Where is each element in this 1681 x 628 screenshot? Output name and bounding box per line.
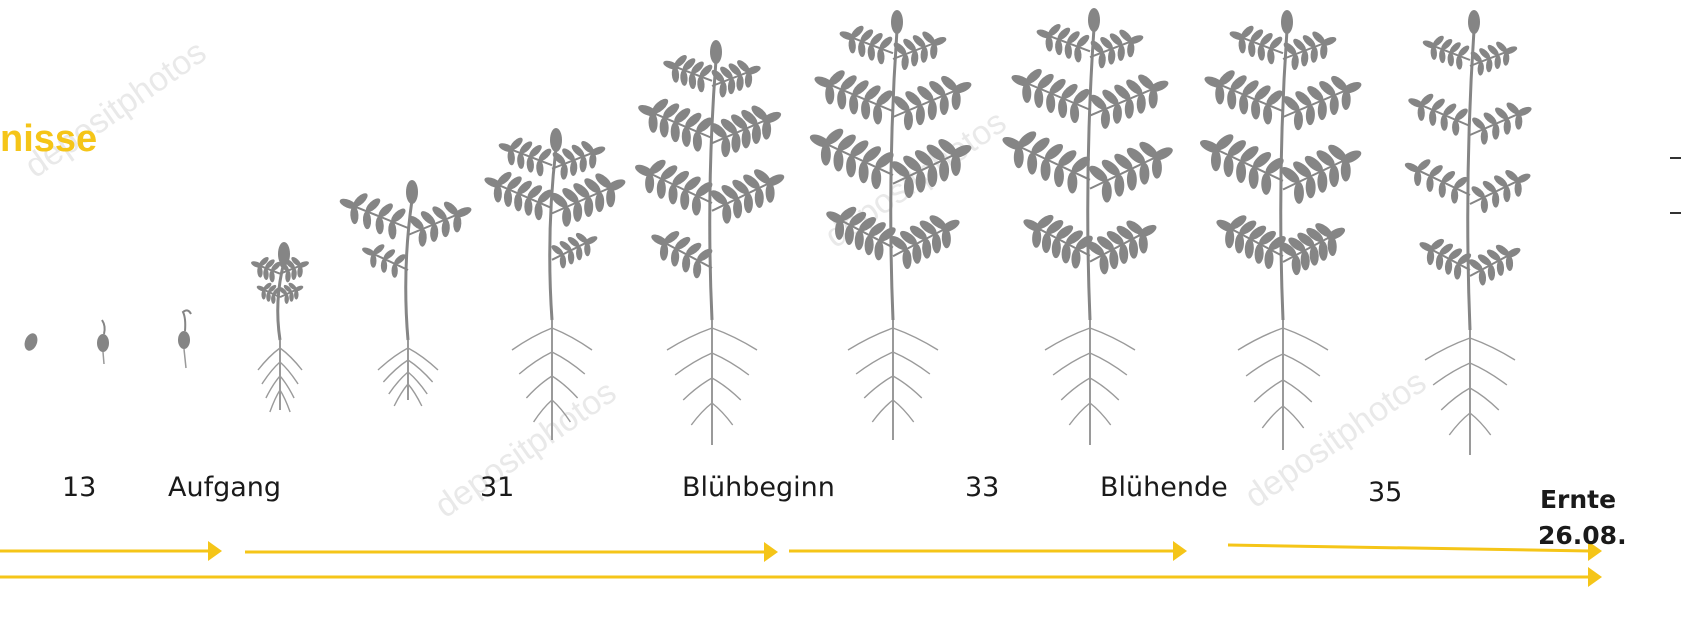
ernte-label: Ernte bbox=[1538, 482, 1618, 518]
arrow-right-icon bbox=[789, 541, 1187, 561]
root-icon bbox=[258, 340, 302, 412]
stage-label-ernte: Ernte 26.08. bbox=[1538, 482, 1618, 554]
arrow-right-icon bbox=[0, 541, 222, 561]
arrow-right-icon bbox=[245, 542, 778, 562]
chickpea-plant-icon bbox=[801, 10, 981, 440]
stage-label-33: 33 bbox=[965, 472, 999, 503]
edge-tick bbox=[1670, 212, 1681, 214]
chickpea-plant-icon bbox=[333, 180, 478, 406]
root-icon bbox=[1238, 320, 1328, 450]
harvest-date: 26.08. bbox=[1538, 518, 1618, 554]
root-icon bbox=[848, 320, 938, 440]
root-icon bbox=[1425, 330, 1515, 455]
stage-label-bluehbeginn: Blühbeginn bbox=[682, 472, 835, 503]
sprout-icon bbox=[178, 310, 191, 368]
root-icon bbox=[512, 320, 592, 440]
stage-label-aufgang: Aufgang bbox=[168, 472, 281, 503]
root-icon bbox=[378, 340, 438, 406]
stage-label-bluehende: Blühende bbox=[1100, 472, 1228, 503]
chickpea-plant-icon bbox=[993, 8, 1182, 445]
stage-label-13: 13 bbox=[62, 472, 96, 503]
arrow-right-icon bbox=[0, 567, 1602, 587]
seed-icon bbox=[22, 331, 39, 352]
chickpea-plant-icon bbox=[1398, 10, 1538, 455]
root-icon bbox=[667, 320, 757, 445]
sprout-icon bbox=[97, 320, 109, 364]
root-icon bbox=[1045, 320, 1135, 445]
chickpea-plant-icon bbox=[627, 40, 793, 445]
chickpea-plant-icon bbox=[1191, 10, 1371, 450]
stage-label-31: 31 bbox=[480, 472, 514, 503]
chickpea-plant-icon bbox=[477, 128, 633, 440]
chickpea-plant-icon bbox=[247, 242, 313, 412]
stage-label-35: 35 bbox=[1368, 477, 1402, 508]
edge-tick bbox=[1670, 157, 1681, 159]
